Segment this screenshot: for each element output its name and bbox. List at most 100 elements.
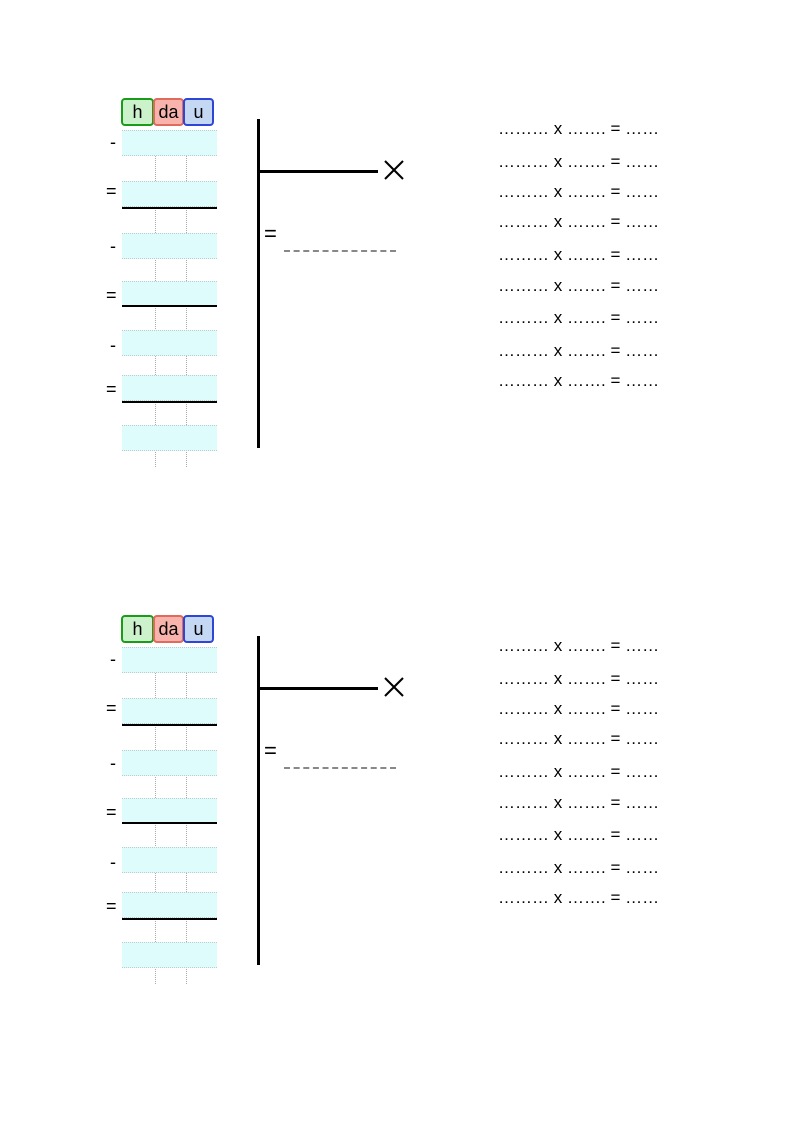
result-equals-sign: = — [264, 738, 277, 763]
times-table-blank: ……. — [566, 825, 606, 844]
times-table-blank: …… — [625, 308, 660, 327]
units-header: u — [183, 98, 214, 126]
times-table-x: x — [553, 858, 563, 877]
times-table-blank: ……… — [498, 793, 549, 812]
equals-sign: = — [106, 698, 117, 718]
division-exercise: h da u - = - = - = = ……… x ……. = …………… x… — [0, 517, 793, 984]
times-table-x: x — [553, 152, 563, 171]
digit-box-row[interactable] — [122, 942, 217, 968]
times-table-row[interactable]: ……… x ……. = …… — [498, 276, 659, 296]
times-table-row[interactable]: ……… x ……. = …… — [498, 308, 659, 328]
digit-box-row[interactable] — [122, 181, 217, 207]
subtraction-rule — [122, 822, 217, 824]
times-table-blank: ……… — [498, 699, 549, 718]
times-table-blank: ……. — [566, 341, 606, 360]
times-table-x: x — [553, 793, 563, 812]
digit-box-row[interactable] — [122, 233, 217, 259]
times-table-row[interactable]: ……… x ……. = …… — [498, 858, 659, 878]
division-bracket-vertical — [257, 119, 260, 448]
digit-box-row[interactable] — [122, 425, 217, 451]
times-table-row[interactable]: ……… x ……. = …… — [498, 669, 659, 689]
division-exercise: h da u - = - = - = = ……… x ……. = …………… x… — [0, 0, 793, 467]
result-answer-line[interactable] — [284, 250, 396, 252]
times-table-blank: ……. — [566, 212, 606, 231]
digit-box-row[interactable] — [122, 847, 217, 873]
times-table-blank: ……… — [498, 636, 549, 655]
times-table-blank: ……… — [498, 825, 549, 844]
times-table-blank: ……. — [566, 729, 606, 748]
division-bracket-horizontal — [259, 687, 378, 690]
times-table-row[interactable]: ……… x ……. = …… — [498, 793, 659, 813]
times-table-blank: ……… — [498, 729, 549, 748]
times-table-equals: = — [610, 729, 621, 748]
times-table-blank: ……. — [566, 308, 606, 327]
digit-box-row[interactable] — [122, 130, 217, 156]
times-table-row[interactable]: ……… x ……. = …… — [498, 152, 659, 172]
minus-sign: - — [110, 753, 116, 773]
times-table-blank: …… — [625, 888, 660, 907]
times-table-x: x — [553, 371, 563, 390]
times-table-blank: ……… — [498, 182, 549, 201]
tens-header: da — [153, 615, 184, 643]
times-table-row[interactable]: ……… x ……. = …… — [498, 212, 659, 232]
division-bracket-vertical — [257, 636, 260, 965]
times-table-row[interactable]: ……… x ……. = …… — [498, 825, 659, 845]
times-table-equals: = — [610, 152, 621, 171]
times-table-equals: = — [610, 762, 621, 781]
digit-box-row[interactable] — [122, 750, 217, 776]
equals-sign: = — [106, 181, 117, 201]
times-table-blank: ……. — [566, 888, 606, 907]
times-table-row[interactable]: ……… x ……. = …… — [498, 762, 659, 782]
hundreds-header: h — [121, 98, 154, 126]
times-table-equals: = — [610, 341, 621, 360]
times-table-row[interactable]: ……… x ……. = …… — [498, 182, 659, 202]
times-table-blank: …… — [625, 729, 660, 748]
times-table-blank: …… — [625, 119, 660, 138]
digit-box-row[interactable] — [122, 330, 217, 356]
digit-box-row[interactable] — [122, 647, 217, 673]
times-table-blank: ……. — [566, 793, 606, 812]
times-table-blank: …… — [625, 182, 660, 201]
times-table-x: x — [553, 245, 563, 264]
times-table-row[interactable]: ……… x ……. = …… — [498, 729, 659, 749]
times-table-blank: ……. — [566, 636, 606, 655]
subtraction-rule — [122, 918, 217, 920]
tens-header: da — [153, 98, 184, 126]
times-table-blank: ……… — [498, 212, 549, 231]
times-table-blank: …… — [625, 858, 660, 877]
times-table-row[interactable]: ……… x ……. = …… — [498, 699, 659, 719]
times-table-blank: …… — [625, 669, 660, 688]
times-table-equals: = — [610, 371, 621, 390]
times-table-blank: ……… — [498, 152, 549, 171]
times-table-equals: = — [610, 669, 621, 688]
times-table-blank: ……. — [566, 371, 606, 390]
times-table-blank: …… — [625, 152, 660, 171]
minus-sign: - — [110, 132, 116, 152]
digit-box-row[interactable] — [122, 798, 217, 824]
times-table-x: x — [553, 212, 563, 231]
digit-box-row[interactable] — [122, 375, 217, 401]
times-table-equals: = — [610, 245, 621, 264]
times-table-row[interactable]: ……… x ……. = …… — [498, 888, 659, 908]
times-table-blank: ……… — [498, 888, 549, 907]
times-table-blank: ……. — [566, 669, 606, 688]
equals-sign: = — [106, 379, 117, 399]
times-table-equals: = — [610, 825, 621, 844]
digit-box-row[interactable] — [122, 892, 217, 918]
times-table-equals: = — [610, 308, 621, 327]
result-answer-line[interactable] — [284, 767, 396, 769]
times-table-row[interactable]: ……… x ……. = …… — [498, 371, 659, 391]
times-table-blank: …… — [625, 825, 660, 844]
digit-box-row[interactable] — [122, 281, 217, 307]
times-table-row[interactable]: ……… x ……. = …… — [498, 341, 659, 361]
times-table-row[interactable]: ……… x ……. = …… — [498, 119, 659, 139]
times-icon — [384, 160, 404, 180]
times-table-blank: ……. — [566, 858, 606, 877]
digit-box-row[interactable] — [122, 698, 217, 724]
times-table-row[interactable]: ……… x ……. = …… — [498, 245, 659, 265]
hundreds-header: h — [121, 615, 154, 643]
times-table-row[interactable]: ……… x ……. = …… — [498, 636, 659, 656]
times-table-blank: ……. — [566, 119, 606, 138]
times-table-blank: ……… — [498, 119, 549, 138]
times-table-equals: = — [610, 276, 621, 295]
